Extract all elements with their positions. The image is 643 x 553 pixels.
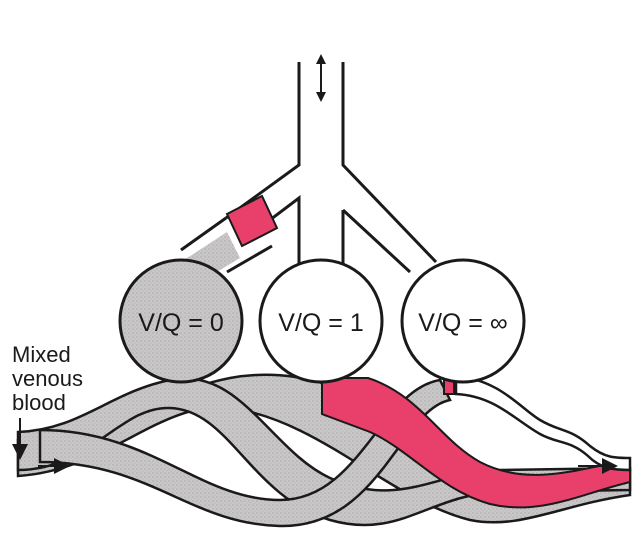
inflow-label-line-3: blood [12,390,66,415]
alveolus-dead-space-label: V/Q = ∞ [418,309,507,337]
inflow-label-line-1: Mixed [12,342,71,367]
inflow-label-line-2: venous [12,366,83,391]
vessel-cross-loop [38,378,452,528]
trachea-left-wall [225,62,301,220]
alveolus-dead-space: V/Q = ∞ [400,258,526,384]
left-bronchus-upper-wall-stub [180,216,227,252]
alveolus-shunt-label: V/Q = 0 [138,309,223,337]
inflow-label: Mixed venous blood [12,342,83,415]
trachea-right-wall [341,62,438,264]
airflow-arrow-icon [316,54,326,102]
right-bronchus-inner-wall [341,208,412,274]
collapsed-vessel [454,374,632,472]
left-bronchus-lower-wall [226,244,273,274]
capillary-network [16,373,632,528]
alveolus-normal-label: V/Q = 1 [278,309,363,337]
alveolus-shunt: V/Q = 0 [118,258,244,384]
airway-obstruction [225,194,279,248]
airway-tree [180,62,438,282]
oxygenated-vessel [321,377,631,509]
alveolus-normal: V/Q = 1 [258,258,384,384]
